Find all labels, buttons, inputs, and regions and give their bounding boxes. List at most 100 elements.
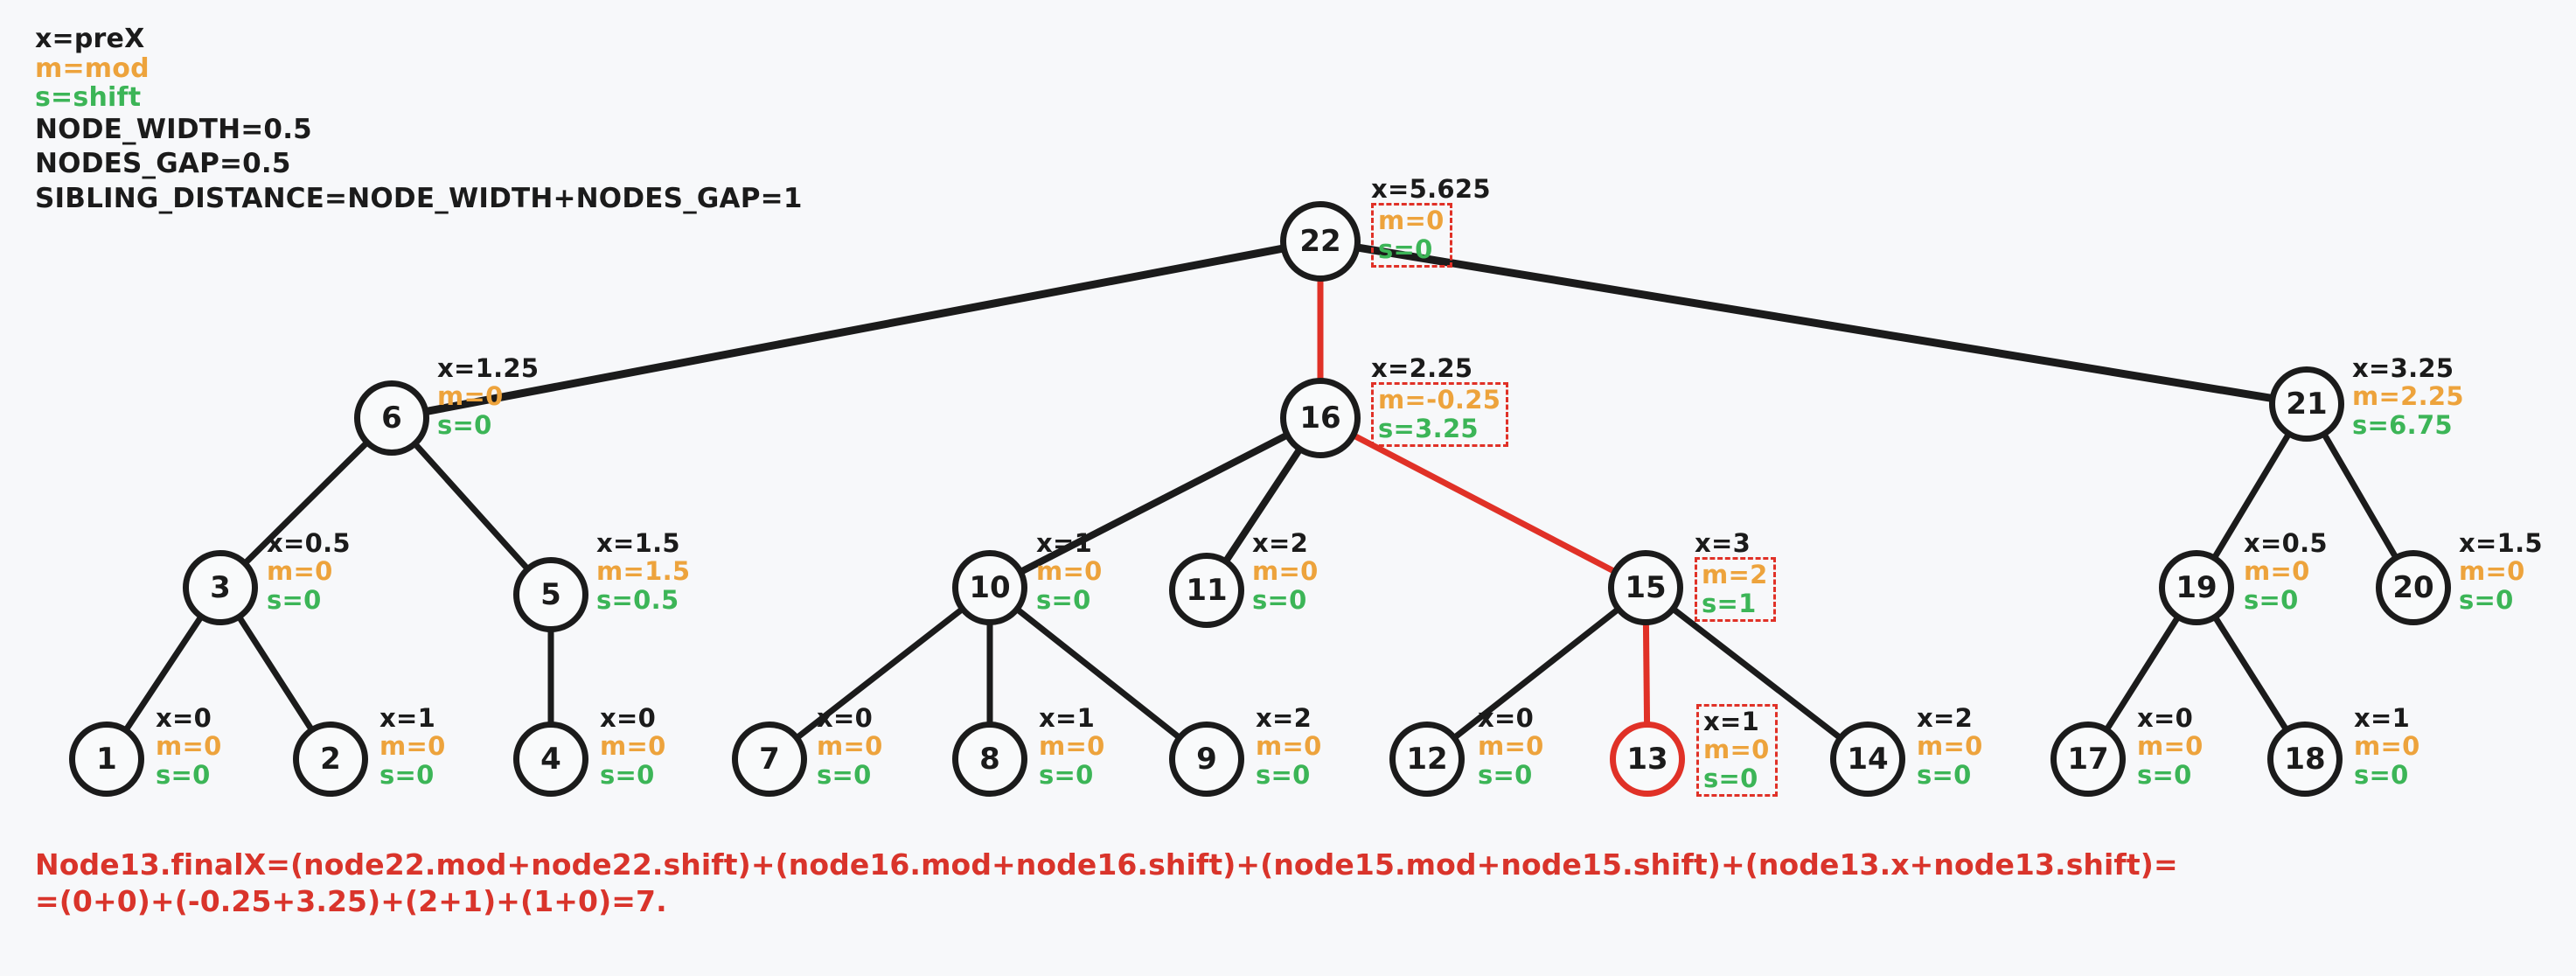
node-mod-1: m=0 [156, 731, 222, 762]
node-prex-7: x=0 [817, 703, 874, 733]
node-label: 1 [96, 742, 117, 777]
tree-edge-16-15 [1353, 433, 1616, 575]
node-mod-10: m=0 [1036, 556, 1103, 587]
node-mod-2: m=0 [379, 731, 446, 762]
tree-edge-19-18 [2212, 616, 2289, 731]
tree-node-16[interactable]: 16 [1280, 378, 1361, 458]
node-shift-11: s=0 [1252, 584, 1307, 615]
node-prex-4: x=0 [600, 703, 657, 733]
tree-edge-21-20 [2322, 433, 2398, 559]
tree-node-2[interactable]: 2 [293, 722, 368, 797]
tree-edge-6-5 [413, 443, 530, 570]
node-prex-18: x=1 [2354, 703, 2411, 733]
tree-node-18[interactable]: 18 [2267, 722, 2343, 797]
node-prex-17: x=0 [2137, 703, 2194, 733]
tree-node-13[interactable]: 13 [1610, 722, 1685, 797]
legend-line-0: x=preX [35, 24, 145, 54]
tree-node-17[interactable]: 17 [2050, 722, 2126, 797]
tree-node-10[interactable]: 10 [952, 550, 1027, 625]
node-shift-19: s=0 [2244, 584, 2299, 615]
tree-node-8[interactable]: 8 [952, 722, 1027, 797]
node-mod-9: m=0 [1256, 731, 1322, 762]
node-label: 22 [1299, 224, 1341, 259]
node-shift-16: s=3.25 [1378, 413, 1479, 443]
node-prex-19: x=0.5 [2244, 528, 2328, 558]
node-prex-16: x=2.25 [1371, 353, 1473, 383]
node-shift-17: s=0 [2137, 759, 2192, 790]
node-label: 10 [969, 570, 1011, 605]
tree-edge-3-2 [237, 616, 314, 731]
tree-node-5[interactable]: 5 [513, 557, 588, 632]
node-prex-6: x=1.25 [437, 353, 540, 383]
node-shift-21: s=6.75 [2352, 409, 2453, 440]
legend-line-4: NODES_GAP=0.5 [35, 148, 291, 180]
legend-line-3: NODE_WIDTH=0.5 [35, 113, 312, 145]
node-mod-20: m=0 [2459, 556, 2525, 587]
node-shift-3: s=0 [267, 584, 322, 615]
tree-node-15[interactable]: 15 [1608, 550, 1683, 625]
node-prex-15: x=3 [1695, 528, 1751, 558]
node-label: 19 [2176, 570, 2217, 605]
tree-node-6[interactable]: 6 [354, 380, 429, 456]
tree-node-1[interactable]: 1 [69, 722, 144, 797]
node-mod-7: m=0 [817, 731, 883, 762]
legend-line-1: m=mod [35, 52, 150, 84]
tree-node-20[interactable]: 20 [2376, 550, 2451, 625]
tree-node-3[interactable]: 3 [183, 550, 258, 625]
node-shift-8: s=0 [1039, 759, 1094, 790]
tree-node-7[interactable]: 7 [732, 722, 807, 797]
node-prex-5: x=1.5 [596, 528, 680, 558]
node-shift-20: s=0 [2459, 584, 2514, 615]
node-label: 7 [759, 742, 780, 777]
node-label: 20 [2392, 570, 2434, 605]
legend-line-5: SIBLING_DISTANCE=NODE_WIDTH+NODES_GAP=1 [35, 183, 803, 215]
tree-node-19[interactable]: 19 [2159, 550, 2234, 625]
node-label: 6 [381, 401, 402, 436]
node-prex-22: x=5.625 [1371, 174, 1491, 204]
node-mod-18: m=0 [2354, 731, 2420, 762]
node-label: 18 [2284, 742, 2326, 777]
node-shift-18: s=0 [2354, 759, 2409, 790]
tree-node-21[interactable]: 21 [2269, 366, 2344, 442]
node-prex-21: x=3.25 [2352, 353, 2454, 383]
node-label: 2 [320, 742, 341, 777]
node-shift-12: s=0 [1478, 759, 1533, 790]
tree-node-4[interactable]: 4 [513, 722, 588, 797]
tree-node-12[interactable]: 12 [1389, 722, 1465, 797]
node-shift-6: s=0 [437, 409, 492, 440]
node-shift-2: s=0 [379, 759, 435, 790]
node-shift-7: s=0 [817, 759, 872, 790]
tree-node-14[interactable]: 14 [1830, 722, 1905, 797]
node-prex-12: x=0 [1478, 703, 1535, 733]
node-label: 14 [1847, 742, 1889, 777]
node-mod-17: m=0 [2137, 731, 2204, 762]
node-label: 5 [540, 577, 561, 612]
node-mod-3: m=0 [267, 556, 333, 587]
tree-node-11[interactable]: 11 [1169, 553, 1244, 628]
node-prex-3: x=0.5 [267, 528, 351, 558]
tree-node-9[interactable]: 9 [1169, 722, 1244, 797]
node-label: 15 [1625, 570, 1667, 605]
node-shift-5: s=0.5 [596, 584, 679, 615]
node-label: 12 [1406, 742, 1448, 777]
tree-node-22[interactable]: 22 [1280, 201, 1361, 282]
node-mod-4: m=0 [600, 731, 666, 762]
node-label: 17 [2067, 742, 2109, 777]
